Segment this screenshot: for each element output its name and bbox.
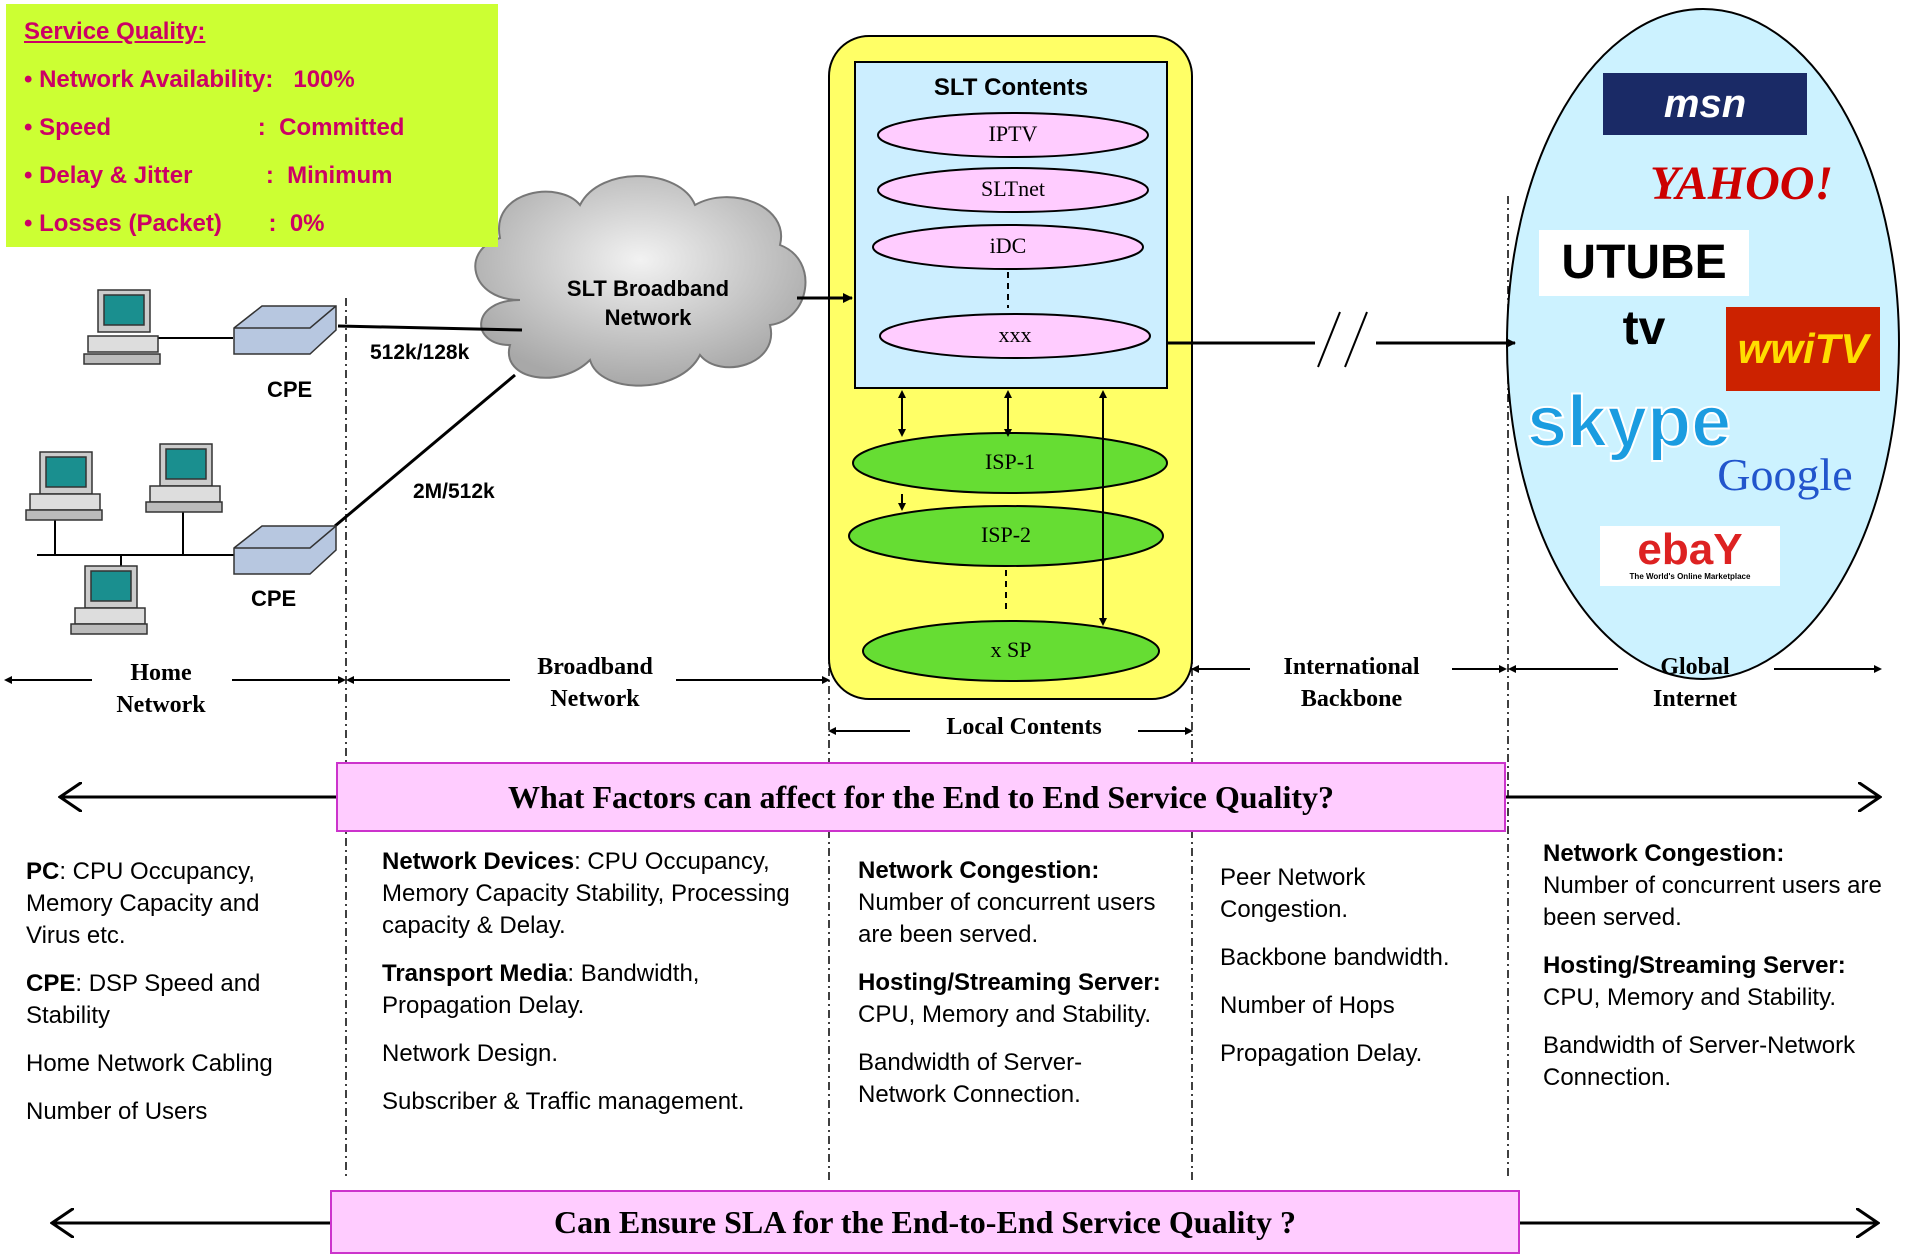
factor-media-head: Transport Media — [382, 960, 568, 987]
link-label-lower: 2M/512k — [413, 480, 495, 503]
slt-contents-title: SLT Contents — [933, 74, 1089, 101]
factor-pc-text: : CPU Occupancy, Memory Capacity and Vir… — [26, 858, 260, 949]
factor-cpe-text: : DSP Speed and Stability — [26, 970, 261, 1029]
service-quality-title: Service Quality: — [24, 18, 206, 45]
factor-cpe-head: CPE — [26, 970, 76, 997]
content-sltnet: SLTnet — [981, 176, 1045, 201]
factor-congestion-head: Network Congestion: — [1543, 840, 1785, 867]
factor-server-bw: Bandwidth of Server-Network Connection. — [1543, 1032, 1856, 1091]
isp-2: ISP-2 — [980, 522, 1032, 547]
segment-backbone: International Backbone — [1283, 654, 1420, 712]
factor-server-bw: Bandwidth of Server-Network Connection. — [858, 1049, 1083, 1108]
factor-pc-head: PC — [26, 858, 60, 885]
cloud-label: SLT Broadband Network — [566, 276, 730, 330]
pc-icon — [145, 443, 223, 513]
factor-devices-head: Network Devices — [382, 848, 575, 875]
oval-isp2 — [848, 505, 1164, 567]
yahoo-logo: YAHOO! — [1650, 157, 1834, 210]
segment-home: Home Network — [116, 660, 206, 718]
factors-home: PC: CPU Occupancy, Memory Capacity and V… — [26, 856, 316, 1144]
oval-xxx — [879, 313, 1151, 359]
cpe-label: CPE — [251, 586, 297, 611]
pc-icon — [25, 451, 103, 521]
factor-users: Number of Users — [26, 1098, 208, 1125]
cloud-shape — [474, 175, 807, 387]
segment-broadband: Broadband Network — [537, 654, 653, 712]
service-quality-item: • Losses (Packet) : 0% — [24, 210, 325, 237]
pc-icon — [70, 565, 148, 635]
cpe-modem-icon — [233, 525, 337, 575]
service-quality-item: • Speed : Committed — [24, 114, 405, 141]
msn-logo: msn — [1603, 73, 1807, 135]
service-quality-item: • Delay & Jitter : Minimum — [24, 162, 393, 189]
factor-backbone-bw: Backbone bandwidth. — [1220, 944, 1450, 971]
service-quality-item: • Network Availability: 100% — [24, 66, 355, 93]
factor-hops: Number of Hops — [1220, 992, 1395, 1019]
service-quality-box: Service Quality: • Network Availability:… — [6, 4, 498, 247]
factor-cabling: Home Network Cabling — [26, 1050, 273, 1077]
isp-1: ISP-1 — [984, 449, 1036, 474]
sla-banner: Can Ensure SLA for the End-to-End Servic… — [330, 1190, 1520, 1254]
ebay-logo: ebaY The World's Online Marketplace — [1600, 526, 1780, 586]
factors-backbone: Peer Network Congestion. Backbone bandwi… — [1220, 862, 1480, 1086]
factor-propagation: Propagation Delay. — [1220, 1040, 1423, 1067]
factor-devices-text: : CPU Occupancy, Memory Capacity Stabili… — [382, 848, 790, 939]
cpe-modem-icon — [233, 305, 337, 355]
factor-hosting-text: CPU, Memory and Stability. — [858, 1001, 1151, 1028]
ebay-tagline: The World's Online Marketplace — [1629, 572, 1751, 581]
factors-local: Network Congestion: Number of concurrent … — [858, 855, 1168, 1127]
content-idc: iDC — [989, 233, 1027, 258]
google-logo: Google — [1717, 449, 1853, 500]
pc-icon — [83, 289, 161, 365]
skype-logo: skype — [1526, 381, 1732, 463]
question-banner: What Factors can affect for the End to E… — [336, 762, 1506, 832]
factors-global: Network Congestion: Number of concurrent … — [1543, 838, 1893, 1110]
segment-local: Local Contents — [946, 714, 1102, 740]
oval-iptv — [877, 112, 1149, 158]
factor-congestion-head: Network Congestion: — [858, 857, 1100, 884]
content-xxx: xxx — [998, 322, 1032, 347]
factor-hosting-head: Hosting/Streaming Server: — [858, 969, 1161, 996]
link-label-upper: 512k/128k — [370, 341, 470, 364]
factor-peer: Peer Network Congestion. — [1220, 864, 1366, 923]
wwitv-logo: wwiTV — [1726, 307, 1880, 391]
utubetv-logo: UTUBE tv — [1539, 230, 1749, 355]
isp-x: x SP — [990, 637, 1032, 662]
oval-sltnet — [877, 167, 1149, 213]
oval-xsp — [862, 620, 1160, 682]
factor-congestion-text: Number of concurrent users are been serv… — [858, 889, 1156, 948]
factor-hosting-head: Hosting/Streaming Server: — [1543, 952, 1846, 979]
oval-idc — [872, 224, 1144, 270]
factors-broadband: Network Devices: CPU Occupancy, Memory C… — [382, 846, 802, 1134]
factor-media-text: : Bandwidth, Propagation Delay. — [382, 960, 700, 1019]
cpe-label: CPE — [267, 377, 313, 402]
segment-global: Global Internet — [1653, 654, 1737, 712]
ebay-wordmark: ebaY — [1637, 525, 1743, 574]
content-iptv: IPTV — [988, 121, 1038, 146]
factor-design: Network Design. — [382, 1040, 559, 1067]
factor-mgmt: Subscriber & Traffic management. — [382, 1088, 745, 1115]
factor-hosting-text: CPU, Memory and Stability. — [1543, 984, 1836, 1011]
factor-congestion-text: Number of concurrent users are been serv… — [1543, 872, 1882, 931]
